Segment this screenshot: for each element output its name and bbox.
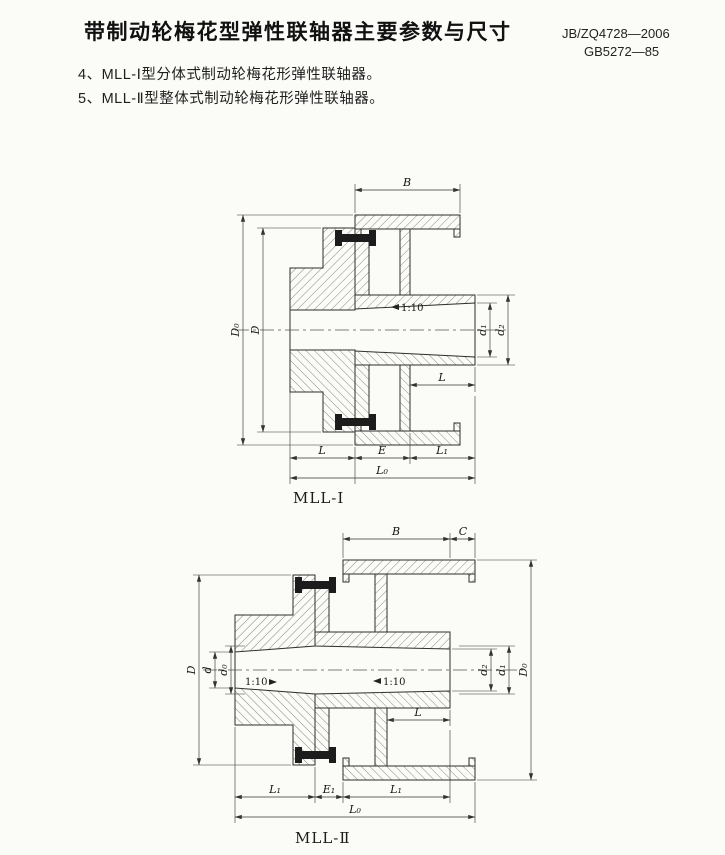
- fig2-dim-C: C: [459, 525, 468, 538]
- taper-arrow-icon: [373, 678, 381, 684]
- fig1-dim-E: E: [377, 444, 386, 457]
- fig2-dim-d1: d₁: [495, 664, 508, 675]
- page-title: 带制动轮梅花型弹性联轴器主要参数与尺寸: [84, 21, 512, 44]
- fig1-dim-B: B: [402, 176, 411, 189]
- fig2-taper-left-label: 1:10: [245, 677, 267, 688]
- fig1-dim-L1: L₁: [435, 444, 448, 457]
- flange-bolt: [295, 577, 336, 593]
- fig2-dim-D: D: [185, 665, 198, 675]
- fig2-dim-d: d: [201, 666, 214, 673]
- figure-caption-mll-2: MLL-Ⅱ: [295, 829, 351, 847]
- fig2-dim-E1: E₁: [322, 783, 335, 796]
- taper-arrow-icon: [391, 304, 399, 310]
- standard-code-2: GB5272—85: [584, 44, 660, 59]
- note-item-5: 5、MLL-Ⅱ型整体式制动轮梅花形弹性联轴器。: [78, 91, 385, 107]
- fig2-dim-L1-right: L₁: [389, 783, 402, 796]
- fig1-dim-L0: L₀: [375, 464, 388, 477]
- fig2-dim-L1-left: L₁: [268, 783, 281, 796]
- fig1-dim-D0: D₀: [229, 323, 242, 338]
- fig1-taper-label: 1:10: [401, 303, 423, 314]
- fig2-dim-L0: L₀: [348, 803, 361, 816]
- fig2-dim-d0: d₀: [217, 664, 230, 676]
- note-item-4: 4、MLL-Ⅰ型分体式制动轮梅花形弹性联轴器。: [78, 67, 382, 83]
- flange-bolt: [335, 230, 376, 246]
- figure-mll-1-drawing: B D₀ D d₁ d₂ 1:10 L: [229, 176, 515, 484]
- taper-arrow-icon: [269, 679, 277, 685]
- fig2-dim-d2: d₂: [477, 664, 490, 675]
- fig1-dim-d2: d₂: [494, 324, 507, 335]
- figure-caption-mll-1: MLL-Ⅰ: [293, 489, 345, 507]
- fig2-dim-D0: D₀: [517, 663, 530, 678]
- coupling-section-upper: [289, 214, 476, 311]
- fig1-dim-d1: d₁: [476, 324, 489, 335]
- fig2-dim-L: L: [413, 706, 421, 719]
- fig1-dim-L-right: L: [437, 371, 445, 384]
- standard-code-1: JB/ZQ4728—2006: [562, 26, 670, 41]
- coupling-section-upper: [234, 559, 476, 653]
- fig1-dim-L: L: [317, 444, 325, 457]
- fig2-dim-B: B: [391, 525, 400, 538]
- fig2-taper-right-label: 1:10: [383, 677, 405, 688]
- fig1-dim-D: D: [249, 325, 262, 335]
- figure-mll-2-drawing: B C D d d₀ d₂ d₁ D₀ 1:10: [185, 525, 537, 823]
